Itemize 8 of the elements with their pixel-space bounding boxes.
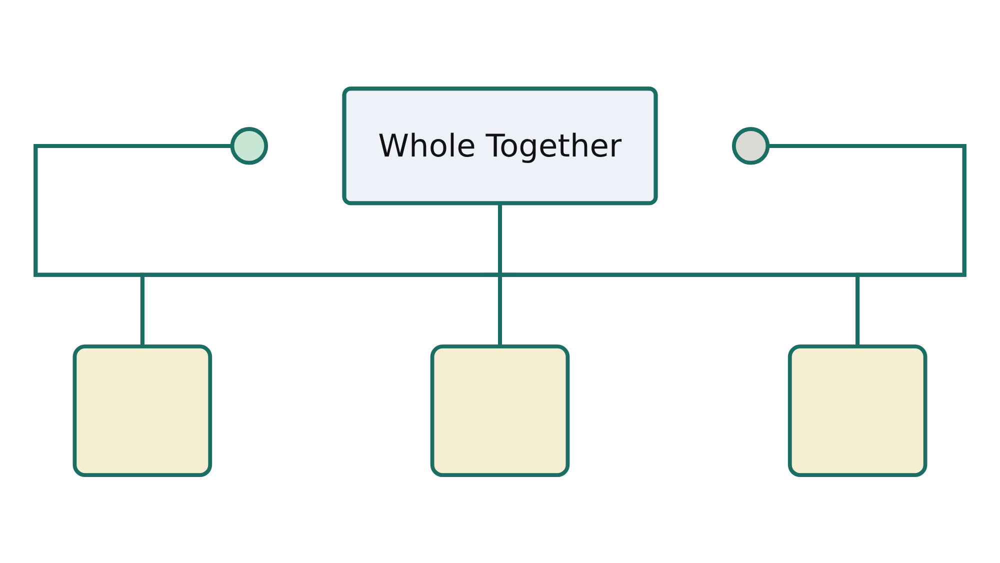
node-box	[430, 344, 570, 477]
node-box	[788, 344, 928, 477]
connector	[768, 144, 966, 346]
node-box	[72, 344, 212, 477]
connector	[498, 144, 966, 346]
node-circle	[732, 126, 770, 164]
node-circle	[230, 126, 268, 164]
connector	[140, 144, 966, 346]
